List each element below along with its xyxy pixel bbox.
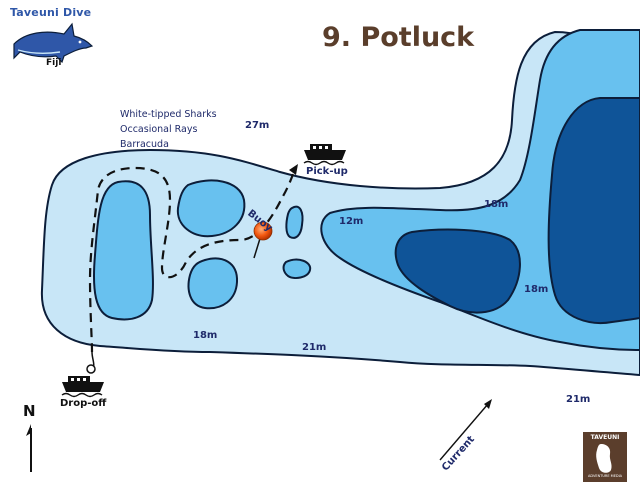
marine-life-item: Occasional Rays xyxy=(120,124,198,135)
island-icon xyxy=(596,444,612,473)
pickup-boat-icon xyxy=(303,144,346,166)
depth-label-bay-lower: 18m xyxy=(524,284,549,295)
north-label: N xyxy=(23,402,36,420)
depth-label-top: 27m xyxy=(245,120,270,131)
reef-island-pinnacle xyxy=(285,205,304,239)
current-arrow-line xyxy=(439,403,489,461)
buoy-ball xyxy=(253,221,273,241)
brand-logo-bottom: ADVENTURE MEDIA xyxy=(587,474,623,478)
brand-logo: TAVEUNI ADVENTURE MEDIA xyxy=(583,432,627,482)
deep-water-large xyxy=(547,97,640,324)
deep-water-inner xyxy=(394,228,521,314)
logo-subtitle: Fiji xyxy=(46,58,62,68)
dropoff-circle xyxy=(86,364,96,374)
reef-island-bottom xyxy=(187,257,239,310)
depth-label-channel: 21m xyxy=(302,342,327,353)
page-title: 9. Potluck xyxy=(322,22,475,53)
reef-island-top xyxy=(176,179,246,238)
north-arrow-head xyxy=(26,424,31,436)
pickup-label: Pick-up xyxy=(306,166,348,177)
depth-label-bay-near: 12m xyxy=(339,216,364,227)
logo-title: Taveuni Dive xyxy=(10,6,92,19)
reef-island-small xyxy=(282,258,312,279)
marine-life-item: White-tipped Sharks xyxy=(120,109,217,120)
depth-label-far-right: 21m xyxy=(566,394,591,405)
dropoff-label: Drop-off xyxy=(60,398,107,409)
shark-icon xyxy=(13,22,94,64)
brand-logo-top: TAVEUNI xyxy=(590,434,620,441)
marine-life-list: White-tipped Sharks Occasional Rays Barr… xyxy=(120,107,217,152)
current-arrow-head xyxy=(484,399,492,409)
marine-life-item: Barracuda xyxy=(120,139,169,150)
dive-route-end-arrow xyxy=(289,164,298,175)
depth-label-reef-bottom: 18m xyxy=(193,330,218,341)
reef-island-large xyxy=(92,180,154,321)
depth-label-bay-upper: 18m xyxy=(484,199,509,210)
dropoff-boat-icon xyxy=(61,376,104,398)
